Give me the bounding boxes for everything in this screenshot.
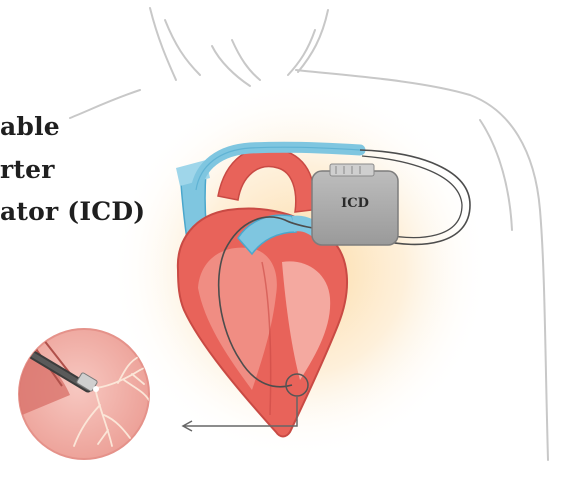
title-line-3: ator (ICD) xyxy=(0,197,145,226)
icd-device-icon: ICD xyxy=(312,164,398,245)
magnifier-inset-icon xyxy=(10,326,152,462)
title-line-1: able xyxy=(0,112,60,141)
device-label: ICD xyxy=(341,196,369,211)
title-line-2: rter xyxy=(0,155,55,184)
